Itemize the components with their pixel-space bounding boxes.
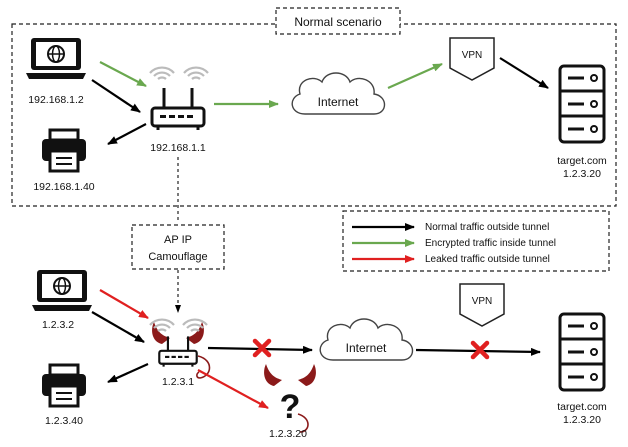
printer-icon [40, 363, 88, 408]
bottom-unknown-ip: 1.2.3.20 [269, 428, 307, 440]
wifi-icon [182, 66, 210, 81]
transition-box [131, 224, 225, 270]
laptop-icon [31, 269, 93, 312]
top-printer-ip: 192.168.1.40 [33, 181, 94, 193]
router-icon [150, 86, 206, 132]
bottom-vpn-label: VPN [472, 296, 493, 307]
top-internet-label: Internet [318, 95, 359, 109]
devil-horns-icon [264, 364, 316, 386]
normal-scenario-title-box [275, 7, 401, 35]
laptop-icon [25, 37, 87, 80]
legend-text-leaked: Leaked traffic outside tunnel [425, 254, 550, 265]
transition-label-1: AP IP [164, 234, 192, 246]
transition-label-2: Camouflage [148, 251, 207, 263]
legend-text-normal: Normal traffic outside tunnel [425, 222, 549, 233]
top-vpn-label: VPN [462, 50, 483, 61]
server-icon [558, 312, 606, 392]
arrow-laptop-to-router-encrypted [99, 61, 147, 87]
top-laptop-ip: 192.168.1.2 [28, 94, 84, 106]
arrow-laptop-to-rogue-normal [91, 311, 145, 343]
bottom-printer-ip: 1.2.3.40 [45, 415, 83, 427]
arrow-rogue-to-fake-target [197, 369, 269, 409]
arrow-internet-to-vpn [387, 62, 443, 90]
arrow-laptop-to-rogue-leaked [99, 289, 149, 319]
devil-tail-icon [297, 413, 309, 433]
printer-icon [40, 128, 88, 173]
top-target-ip: 1.2.3.20 [563, 168, 601, 180]
devil-tail-icon [196, 355, 211, 379]
arrow-laptop-to-router-normal [91, 79, 141, 113]
top-target-host: target.com [557, 155, 607, 167]
arrow-router-to-printer [107, 123, 147, 145]
legend-box [342, 210, 610, 272]
normal-scenario-box [11, 23, 617, 207]
normal-scenario-title: Normal scenario [294, 15, 382, 29]
bottom-router-ip: 1.2.3.1 [162, 376, 194, 388]
bottom-internet-label: Internet [346, 341, 387, 355]
bottom-target-ip: 1.2.3.20 [563, 414, 601, 426]
question-mark-icon: ? [280, 388, 301, 426]
top-router-ip: 192.168.1.1 [150, 142, 206, 154]
bottom-laptop-ip: 1.2.3.2 [42, 319, 74, 331]
server-icon [558, 64, 606, 144]
bottom-target-host: target.com [557, 401, 607, 413]
arrow-vpn-to-server [499, 57, 549, 89]
legend-text-encrypted: Encrypted traffic inside tunnel [425, 238, 556, 249]
wifi-icon [148, 66, 176, 81]
arrow-rogue-to-printer [107, 362, 149, 384]
